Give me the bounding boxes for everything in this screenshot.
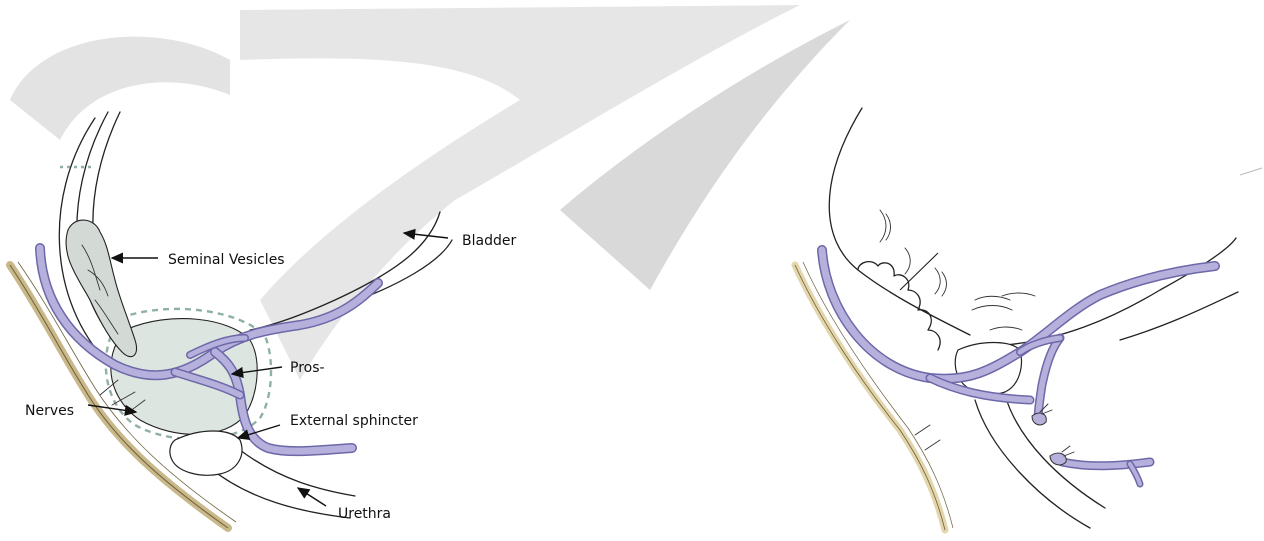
stitch-marks [880,210,1035,330]
edge-tick [1240,168,1262,175]
label-seminal-vesicles: Seminal Vesicles [168,252,285,268]
bladder-label-group: Bladder [404,233,516,249]
label-external-sphincter: External sphincter [290,413,418,429]
seminal-vesicles-label-group: Seminal Vesicles [112,252,285,268]
nerves-right [795,262,953,530]
external-sphincter-label-group: External sphincter [238,413,418,438]
label-bladder: Bladder [462,233,516,249]
scalloped-edge [858,262,940,350]
urethra-label-group: Urethra [298,488,391,522]
label-nerves: Nerves [25,403,74,419]
label-pros: Pros- [290,360,325,376]
watermark [10,5,850,380]
right-panel [795,108,1262,530]
label-urethra: Urethra [338,506,391,522]
external-sphincter [170,431,242,475]
